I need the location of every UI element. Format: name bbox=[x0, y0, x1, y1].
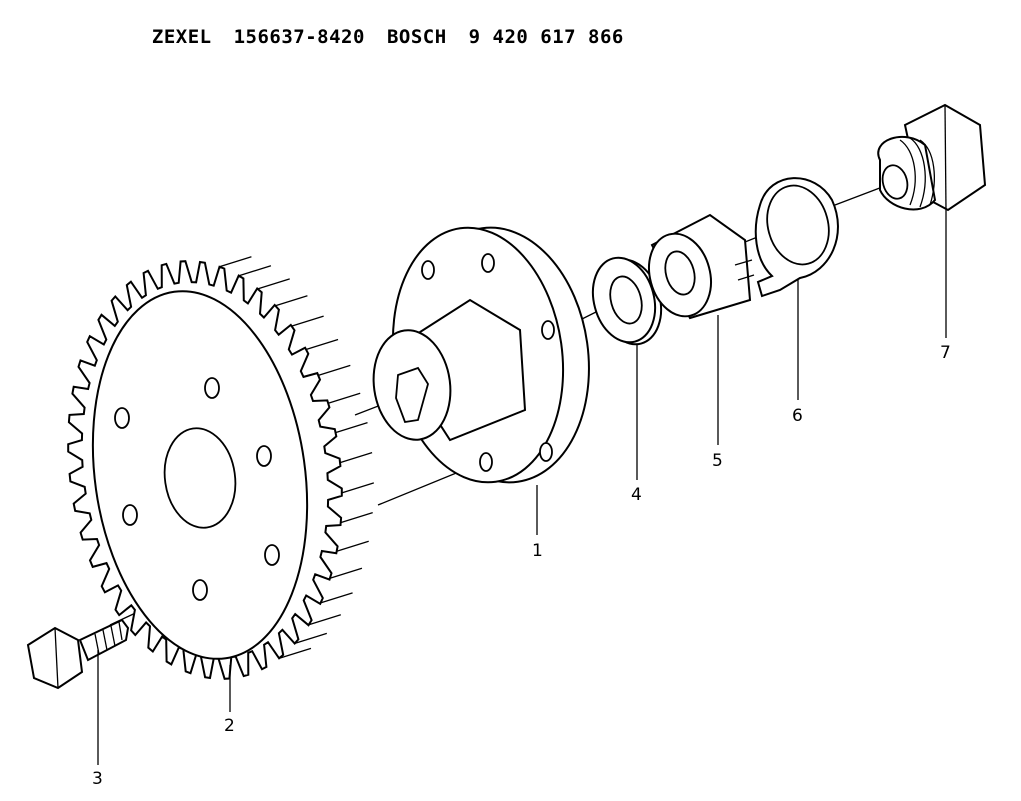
gear-tooth-ridge bbox=[329, 567, 363, 579]
bolt-part-3 bbox=[26, 618, 130, 690]
gear-tooth-ridge bbox=[340, 512, 373, 524]
brand-zexel: ZEXEL bbox=[151, 26, 212, 48]
gear-tooth-ridge bbox=[320, 592, 353, 604]
nut-part-5 bbox=[648, 213, 755, 320]
gear-tooth-ridge bbox=[339, 452, 373, 464]
leader-lines bbox=[97, 210, 947, 765]
gear-tooth-ridge bbox=[336, 540, 369, 552]
gear-part-2 bbox=[67, 256, 375, 680]
gear-tooth-ridge bbox=[328, 392, 361, 404]
gear-tooth-ridge bbox=[335, 421, 368, 434]
callout-6: 6 bbox=[792, 406, 803, 426]
plug-screw-part-7 bbox=[877, 103, 987, 212]
callout-7: 7 bbox=[940, 343, 951, 363]
gear-tooth-ridge bbox=[308, 614, 341, 626]
part-number-zexel: 156637-8420 bbox=[233, 26, 365, 48]
gear-tooth-ridge bbox=[238, 265, 272, 277]
gear-tooth-ridge bbox=[341, 482, 375, 494]
gear-tooth-ridge bbox=[275, 295, 308, 307]
gear-tooth-ridge bbox=[318, 364, 351, 377]
gear-tooth-ridge bbox=[305, 338, 339, 351]
callout-2: 2 bbox=[224, 716, 235, 736]
callout-3: 3 bbox=[92, 769, 103, 789]
lock-washer-part-6 bbox=[754, 177, 839, 298]
gear-tooth-ridge bbox=[219, 256, 252, 268]
gear-tooth-ridge bbox=[294, 632, 328, 645]
callout-labels: 1 2 3 4 5 6 7 bbox=[92, 343, 951, 789]
part-number-bosch: 9 420 617 866 bbox=[468, 26, 624, 48]
gear-tooth-ridge bbox=[291, 315, 324, 327]
gear-tooth-ridge bbox=[278, 647, 312, 660]
callout-4: 4 bbox=[631, 485, 642, 505]
gear-tooth-ridge bbox=[257, 278, 290, 290]
washer-part-4 bbox=[591, 256, 663, 346]
callout-1: 1 bbox=[532, 541, 543, 561]
callout-5: 5 bbox=[712, 451, 723, 471]
hub-flange-part-1 bbox=[372, 226, 590, 484]
drawing-header: ZEXEL 156637-8420 BOSCH 9 420 617 866 bbox=[128, 4, 646, 48]
brand-bosch: BOSCH bbox=[386, 26, 447, 48]
